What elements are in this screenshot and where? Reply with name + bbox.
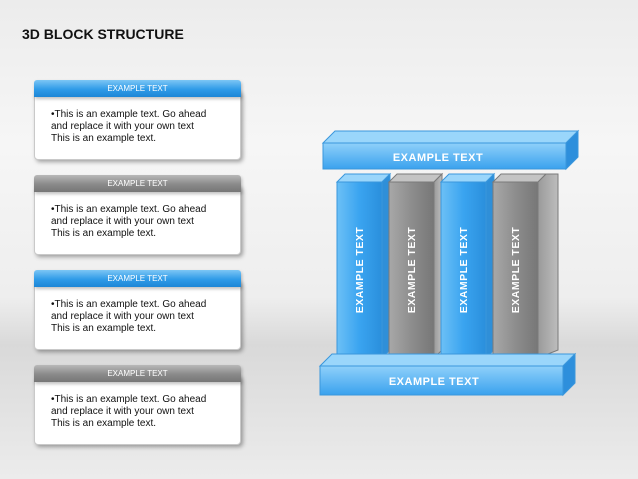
bottom-slab: [318, 352, 577, 397]
card-text-3: •This is an example text. Go ahead and r…: [51, 299, 207, 334]
slide-title: 3D BLOCK STRUCTURE: [22, 26, 184, 42]
bottom-slab-label: EXAMPLE TEXT: [389, 376, 479, 388]
column-4-label: EXAMPLE TEXT: [510, 227, 522, 314]
card-body-2: [34, 185, 241, 255]
column-2-label: EXAMPLE TEXT: [406, 227, 418, 314]
text-card-4: EXAMPLE TEXT •This is an example text. G…: [34, 365, 241, 445]
text-card-2: EXAMPLE TEXT •This is an example text. G…: [34, 175, 241, 255]
text-card-1: EXAMPLE TEXT •This is an example text. G…: [34, 80, 241, 160]
top-slab: [321, 129, 580, 171]
column-2: [387, 172, 444, 360]
column-1: [335, 172, 392, 360]
card-body-4: [34, 375, 241, 445]
card-text-2: •This is an example text. Go ahead and r…: [51, 204, 207, 239]
card-header-4: EXAMPLE TEXT: [34, 365, 241, 382]
top-slab-label: EXAMPLE TEXT: [393, 152, 483, 164]
card-header-2: EXAMPLE TEXT: [34, 175, 241, 192]
column-1-label: EXAMPLE TEXT: [354, 227, 366, 314]
card-body-3: [34, 280, 241, 350]
text-card-3: EXAMPLE TEXT •This is an example text. G…: [34, 270, 241, 350]
column-3: [439, 172, 496, 360]
card-header-3: EXAMPLE TEXT: [34, 270, 241, 287]
card-header-1: EXAMPLE TEXT: [34, 80, 241, 97]
column-4: [491, 173, 559, 359]
card-text-1: •This is an example text. Go ahead and r…: [51, 109, 207, 144]
column-3-label: EXAMPLE TEXT: [458, 227, 470, 314]
card-text-4: •This is an example text. Go ahead and r…: [51, 394, 207, 429]
